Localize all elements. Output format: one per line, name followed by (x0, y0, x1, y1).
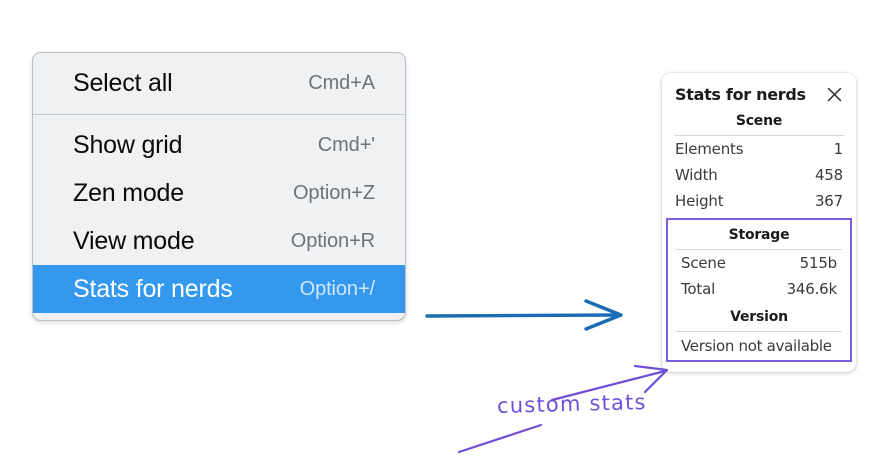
section-title-storage: Storage (728, 227, 790, 243)
custom-stats-highlight-box: Storage Scene 515b Total 346.6k Version … (666, 218, 852, 362)
panel-title: Stats for nerds (675, 85, 806, 104)
menu-group-1: Select all Cmd+A (33, 53, 405, 114)
section-title-scene: Scene (735, 113, 783, 129)
menu-item-label: Zen mode (73, 178, 184, 207)
stat-value: 1 (833, 140, 844, 158)
menu-item-shortcut: Cmd+' (317, 133, 375, 156)
menu-item-label: View mode (73, 226, 195, 255)
stat-key: Width (675, 166, 718, 184)
stat-key: Elements (675, 140, 744, 158)
blue-arrow (425, 299, 623, 331)
menu-item-label: Stats for nerds (73, 274, 233, 303)
table-row: Width 458 (662, 162, 856, 188)
menu-item-shortcut: Option+Z (292, 181, 375, 204)
divider (674, 135, 844, 136)
menu-item-shortcut: Option+R (290, 229, 375, 252)
menu-item-shortcut: Cmd+A (308, 71, 375, 94)
section-title-version: Version (730, 309, 788, 325)
close-icon[interactable] (826, 86, 843, 103)
table-row: Elements 1 (662, 136, 856, 162)
menu-group-2: Show grid Cmd+' Zen mode Option+Z View m… (33, 114, 405, 320)
stat-value: 367 (814, 192, 843, 210)
menu-item-select-all[interactable]: Select all Cmd+A (33, 59, 405, 107)
stat-value: 458 (814, 166, 843, 184)
table-row: Total 346.6k (668, 276, 850, 302)
purple-underline-stroke (457, 423, 543, 454)
stat-key: Scene (681, 254, 726, 272)
menu-item-show-grid[interactable]: Show grid Cmd+' (33, 121, 405, 169)
menu-item-view-mode[interactable]: View mode Option+R (33, 217, 405, 265)
stat-key: Height (675, 192, 724, 210)
version-note: Version not available (681, 337, 832, 355)
context-menu[interactable]: Select all Cmd+A Show grid Cmd+' Zen mod… (32, 52, 406, 321)
menu-item-zen-mode[interactable]: Zen mode Option+Z (33, 169, 405, 217)
divider (676, 249, 842, 250)
stats-for-nerds-panel: Stats for nerds Scene Elements 1 Width 4… (662, 73, 856, 372)
menu-item-label: Show grid (73, 130, 183, 159)
panel-header: Stats for nerds (662, 83, 856, 104)
custom-stats-annotation-label: custom stats (496, 390, 647, 418)
stat-value: 515b (799, 254, 838, 272)
stat-key: Total (681, 280, 716, 298)
menu-item-stats-for-nerds[interactable]: Stats for nerds Option+/ (33, 265, 405, 313)
menu-item-shortcut: Option+/ (299, 277, 375, 300)
divider (676, 331, 842, 332)
table-row: Height 367 (662, 188, 856, 214)
table-row: Scene 515b (668, 250, 850, 276)
menu-item-label: Select all (73, 68, 173, 97)
stat-value: 346.6k (786, 280, 838, 298)
